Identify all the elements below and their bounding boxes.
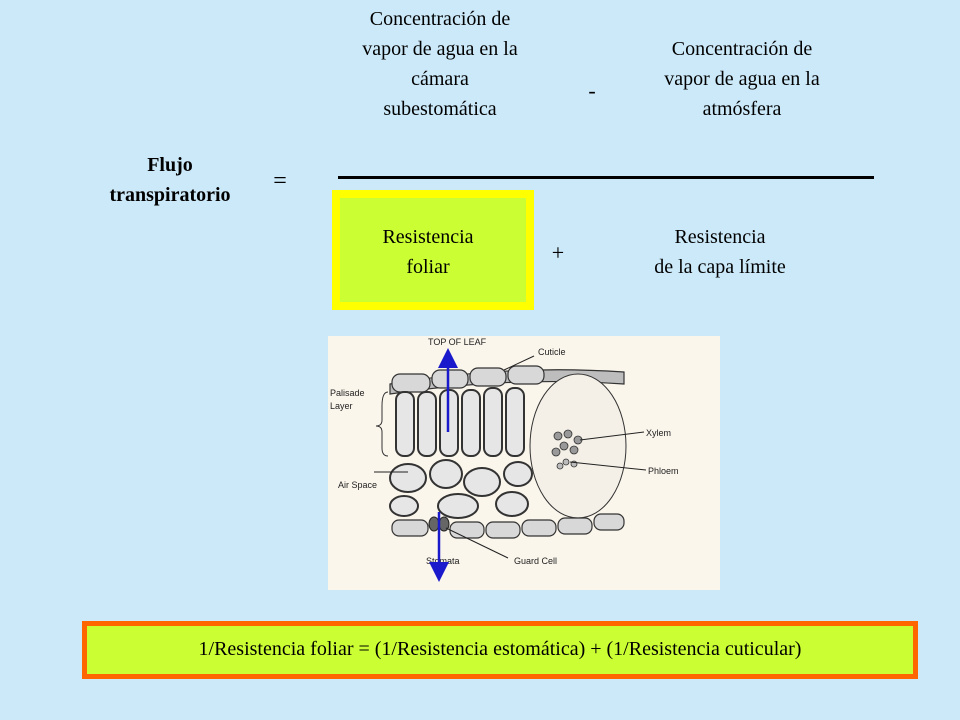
leader-lines (374, 355, 647, 559)
xylem-cells (551, 429, 583, 457)
fraction-bar (338, 176, 874, 179)
numerator-substomatal-concentration: Concentración de vapor de agua en la cám… (362, 8, 518, 120)
foliar-resistance-highlight-inner (340, 198, 526, 302)
formula-box-inner (87, 626, 913, 674)
leaf-cross-section-svg: TOP OF LEAF Cuticle Palisade Layer Xylem… (330, 337, 679, 582)
equals-sign: = (273, 168, 287, 194)
spongy-mesophyll-cells (389, 459, 533, 519)
label-top-of-leaf: TOP OF LEAF (428, 337, 487, 347)
guard-cells (428, 516, 450, 532)
label-guard-cell: Guard Cell (514, 556, 557, 566)
foliar-resistance-formula: 1/Resistencia foliar = (1/Resistencia es… (198, 638, 802, 660)
formula-box (82, 621, 918, 679)
label-layer: Layer (330, 401, 353, 411)
flujo-transpiratorio-label: Flujo transpiratorio (109, 154, 231, 206)
label-cuticle: Cuticle (538, 347, 566, 357)
minus-sign: - (588, 78, 596, 103)
palisade-bracket (375, 391, 389, 457)
label-xylem: Xylem (646, 428, 671, 438)
label-phloem: Phloem (648, 466, 679, 476)
label-palisade: Palisade (330, 388, 365, 398)
palisade-cells (395, 387, 525, 457)
vascular-bundle (529, 373, 627, 519)
lower-epidermis-cells (391, 513, 625, 539)
numerator-atmosphere-concentration: Concentración de vapor de agua en la atm… (664, 38, 820, 120)
denominator-boundary-layer-resistance: Resistencia de la capa límite (654, 226, 786, 278)
label-air-space: Air Space (338, 480, 377, 490)
leaf-cross-section-diagram: TOP OF LEAF Cuticle Palisade Layer Xylem… (328, 336, 720, 590)
foliar-resistance-highlight (332, 190, 534, 310)
plus-sign: + (551, 240, 565, 265)
denominator-foliar-resistance: Resistencia foliar (382, 226, 474, 278)
label-stomata: Stomata (426, 556, 460, 566)
upper-epidermis-cells (391, 365, 545, 393)
